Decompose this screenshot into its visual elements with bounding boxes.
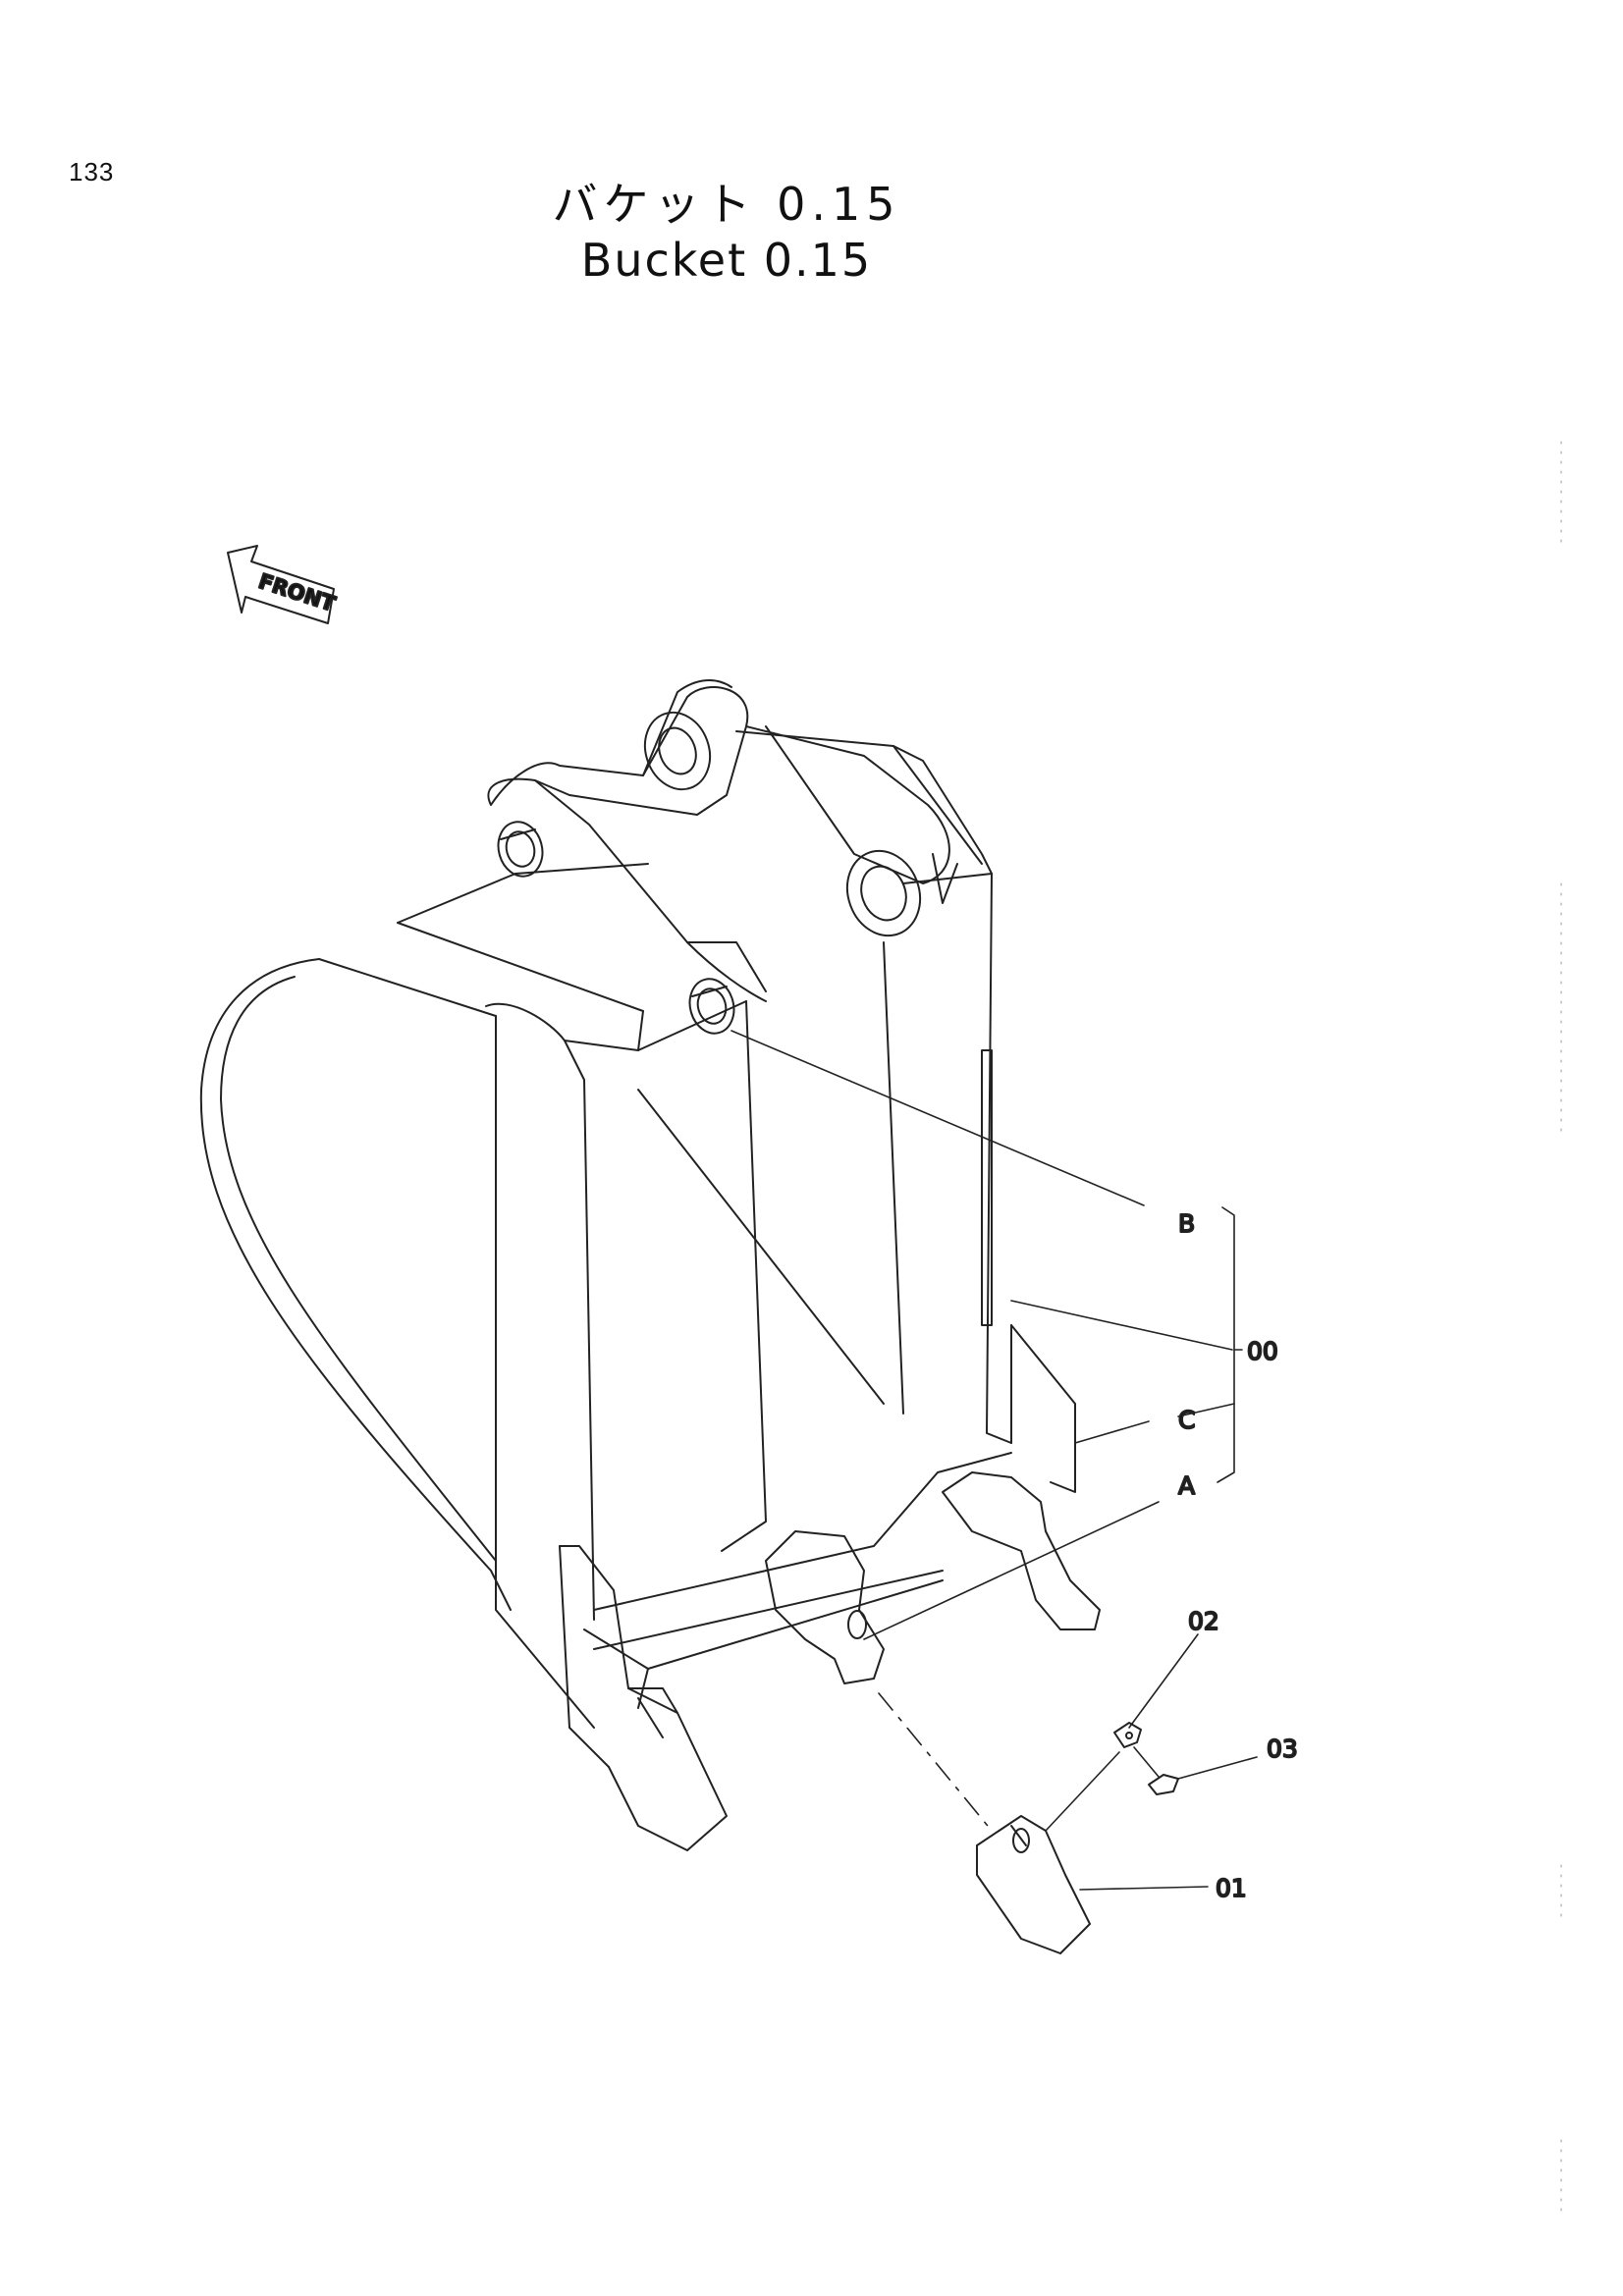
bucket-shell	[199, 730, 1076, 1851]
front-arrow-icon: FRONT	[227, 545, 340, 624]
callout-lock: 03	[1267, 1735, 1298, 1763]
callout-b: B	[1178, 1209, 1195, 1238]
callout-tooth: 01	[1216, 1874, 1247, 1902]
page-title-japanese: バケット 0.15	[552, 178, 901, 231]
callout-assembly: 00	[1247, 1337, 1278, 1365]
page-title-english: Bucket 0.15	[580, 234, 873, 287]
tooth-lock-part	[1148, 1774, 1179, 1795]
bucket-tooth-part	[976, 1815, 1091, 1954]
leader-lines	[730, 1030, 1258, 1891]
center-tooth-adapter	[765, 1530, 885, 1684]
mounting-bracket	[487, 679, 950, 1035]
page-number: 133	[69, 157, 115, 187]
callout-a: A	[1178, 1471, 1195, 1500]
right-tooth-adapter	[942, 1471, 1101, 1630]
callout-c: C	[1178, 1406, 1195, 1434]
callout-pin: 02	[1188, 1607, 1219, 1635]
tooth-pin-part	[1113, 1722, 1142, 1748]
